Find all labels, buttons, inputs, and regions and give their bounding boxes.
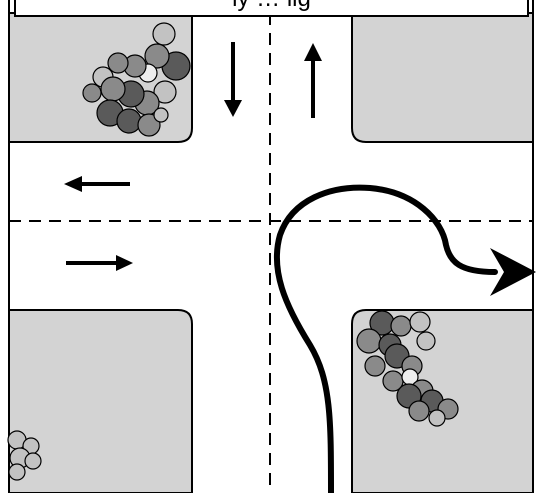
northbound-lane-arrow [304, 43, 322, 118]
block-bottom-left [8, 309, 193, 493]
southbound-lane-arrow [224, 42, 242, 117]
eastbound-lane-arrow [66, 255, 133, 271]
bush-cluster-icon [7, 430, 42, 481]
westbound-lane-arrow [64, 176, 130, 192]
diagram-title: ly … lig [14, 0, 529, 17]
u-turn-route-arrow [273, 184, 536, 493]
bush-cluster-icon [82, 22, 191, 137]
bush-cluster-icon [356, 310, 459, 427]
block-top-right [351, 12, 534, 143]
